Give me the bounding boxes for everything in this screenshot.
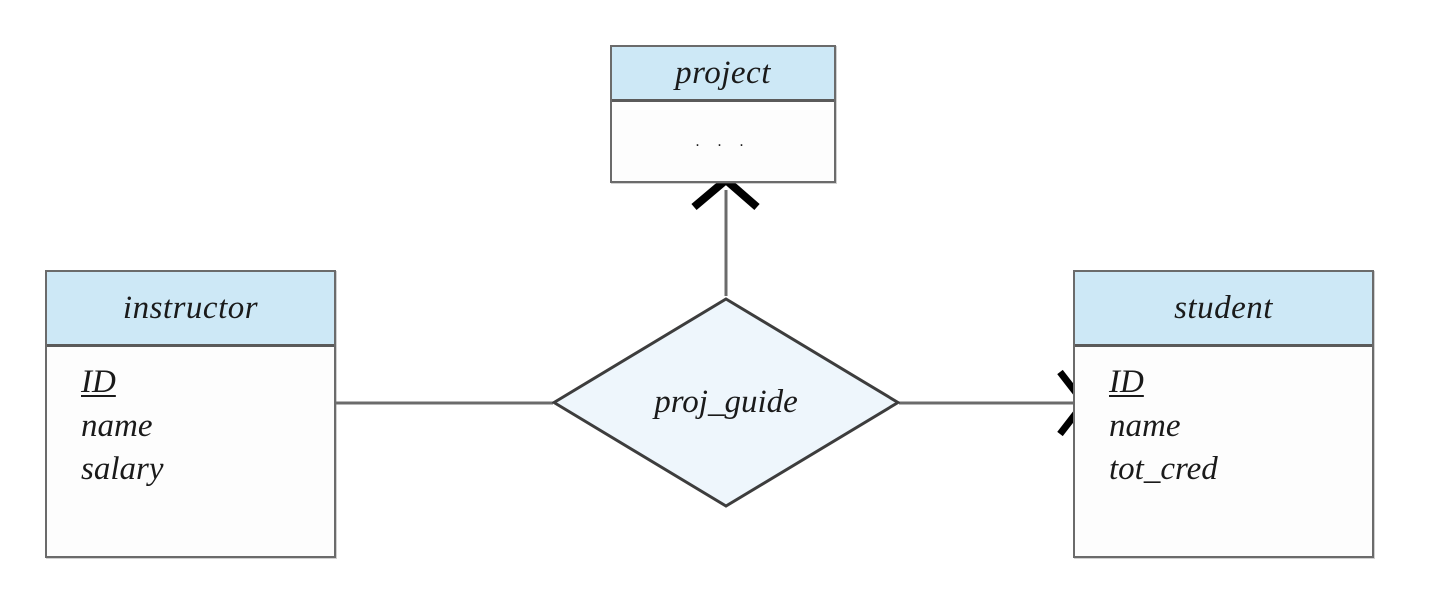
entity-student-attributes: ID name tot_cred [1075, 347, 1372, 557]
attribute-instructor-id: ID [81, 364, 116, 400]
diamond-shape-icon [552, 297, 900, 508]
entity-project[interactable]: project . . . [610, 45, 836, 183]
attribute-student-name: name [1109, 407, 1181, 444]
attribute-ellipsis: . . . [695, 133, 751, 151]
attribute-student-tot-cred: tot_cred [1109, 451, 1218, 488]
attribute-student-id: ID [1109, 364, 1144, 400]
relationship-proj-guide[interactable]: proj_guide [552, 297, 900, 508]
entity-student[interactable]: student ID name tot_cred [1073, 270, 1374, 558]
attribute-instructor-name: name [81, 407, 153, 444]
entity-project-attributes: . . . [612, 102, 834, 182]
entity-project-title: project [612, 47, 834, 102]
entity-instructor-title: instructor [47, 272, 334, 347]
attribute-instructor-salary: salary [81, 451, 164, 488]
entity-instructor[interactable]: instructor ID name salary [45, 270, 336, 558]
entity-student-title: student [1075, 272, 1372, 347]
arrowhead-up-icon [691, 174, 760, 211]
entity-instructor-attributes: ID name salary [47, 347, 334, 557]
